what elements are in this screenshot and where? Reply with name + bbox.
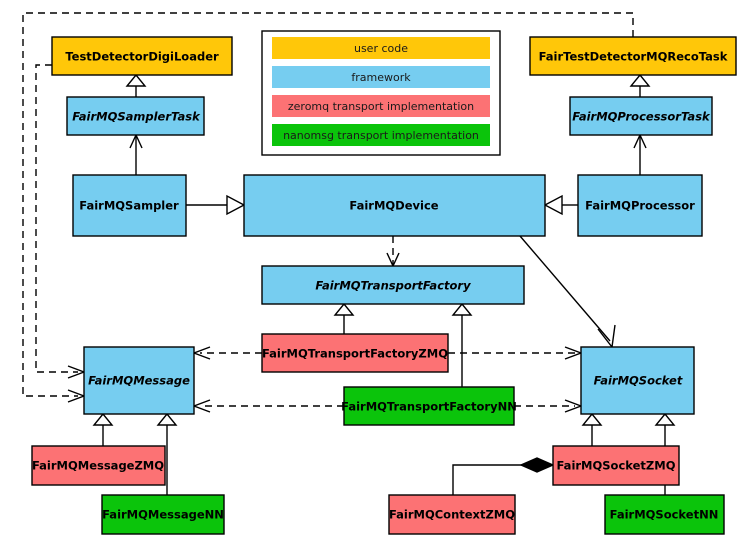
legend-swatch-nanomsg [272,124,490,146]
node-fairmqprocessor[interactable]: FairMQProcessor [577,174,703,237]
node-testdetectordigiloader[interactable]: TestDetectorDigiLoader [51,36,233,76]
triangle-samplertask-to-digiloader [125,73,147,87]
legend-label-framework: framework [351,71,411,84]
triangle-socketnn-to-socket [654,412,676,426]
node-box-fairmqmessage[interactable] [83,346,195,415]
triangle-factoryzmq-to-factory [333,302,355,316]
legend: user code framework zeromq transport imp… [261,30,501,156]
legend-item-user-code: user code [272,37,490,59]
node-fairmqmessagenn[interactable]: FairMQMessageNN [101,494,225,535]
node-fairmqsampler[interactable]: FairMQSampler [72,174,187,237]
legend-item-nanomsg: nanomsg transport implementation [272,124,490,146]
node-box-fairmqsocket[interactable] [580,346,695,415]
legend-swatch-zeromq [272,95,490,117]
node-fairmqsocket[interactable]: FairMQSocket [580,346,695,415]
node-box-fairmqmessagenn[interactable] [101,494,225,535]
triangle-factorynn-to-factory [451,302,473,316]
legend-label-zeromq: zeromq transport implementation [288,100,474,113]
triangle-processortask-to-recotask [629,73,651,87]
legend-label-user-code: user code [354,42,408,55]
node-box-fairmqcontextzmq[interactable] [388,494,516,535]
node-fairmqdevice[interactable]: FairMQDevice [243,174,546,237]
node-fairtestdetectormqrecotask[interactable]: FairTestDetectorMQRecoTask [529,36,737,76]
triangle-messagezmq-to-message [92,412,114,426]
node-fairmqsamplertask[interactable]: FairMQSamplerTask [66,96,205,136]
legend-swatch-framework [272,66,490,88]
node-box-fairmqtransportfactory[interactable] [261,265,525,305]
edge-recotask-to-message [22,12,634,397]
triangle-socketzmq-to-socket [581,412,603,426]
node-box-fairmqprocessor[interactable] [577,174,703,237]
node-box-fairtestdetectormqrecotask[interactable] [529,36,737,76]
node-box-fairmqsampler[interactable] [72,174,187,237]
node-box-fairmqprocessortask[interactable] [569,96,713,136]
triangle-messagenn-to-message [156,412,178,426]
node-fairmqcontextzmq[interactable]: FairMQContextZMQ [388,494,516,535]
node-fairmqsocketzmq[interactable]: FairMQSocketZMQ [552,445,680,486]
node-box-fairmqdevice[interactable] [243,174,546,237]
legend-label-nanomsg: nanomsg transport implementation [283,129,479,142]
legend-swatch-user-code [272,37,490,59]
edge-contextzmq-to-socketzmq [452,464,537,495]
node-box-fairmqsocketnn[interactable] [604,494,725,535]
node-fairmqprocessortask[interactable]: FairMQProcessorTask [569,96,713,136]
edge-digiloader-to-message [35,64,78,373]
node-fairmqsocketnn[interactable]: FairMQSocketNN [604,494,725,535]
legend-item-zeromq: zeromq transport implementation [272,95,490,117]
node-fairmqmessagezmq[interactable]: FairMQMessageZMQ [31,445,166,486]
node-box-fairmqtransportfactoryzmq[interactable] [261,333,449,373]
legend-item-framework: framework [272,66,490,88]
triangle-processor-to-device [543,194,563,216]
node-fairmqtransportfactoryzmq[interactable]: FairMQTransportFactoryZMQ [261,333,449,373]
node-box-fairmqsocketzmq[interactable] [552,445,680,486]
node-box-fairmqtransportfactorynn[interactable] [343,386,515,426]
diamond-contextzmq-to-socketzmq [519,457,555,473]
node-box-fairmqsamplertask[interactable] [66,96,205,136]
node-fairmqtransportfactory[interactable]: FairMQTransportFactory [261,265,525,305]
node-fairmqtransportfactorynn[interactable]: FairMQTransportFactoryNN [341,386,517,426]
node-fairmqmessage[interactable]: FairMQMessage [83,346,195,415]
edge-device-to-socket [519,235,611,342]
node-box-fairmqmessagezmq[interactable] [31,445,166,486]
node-box-testdetectordigiloader[interactable] [51,36,233,76]
triangle-sampler-to-device [226,194,246,216]
